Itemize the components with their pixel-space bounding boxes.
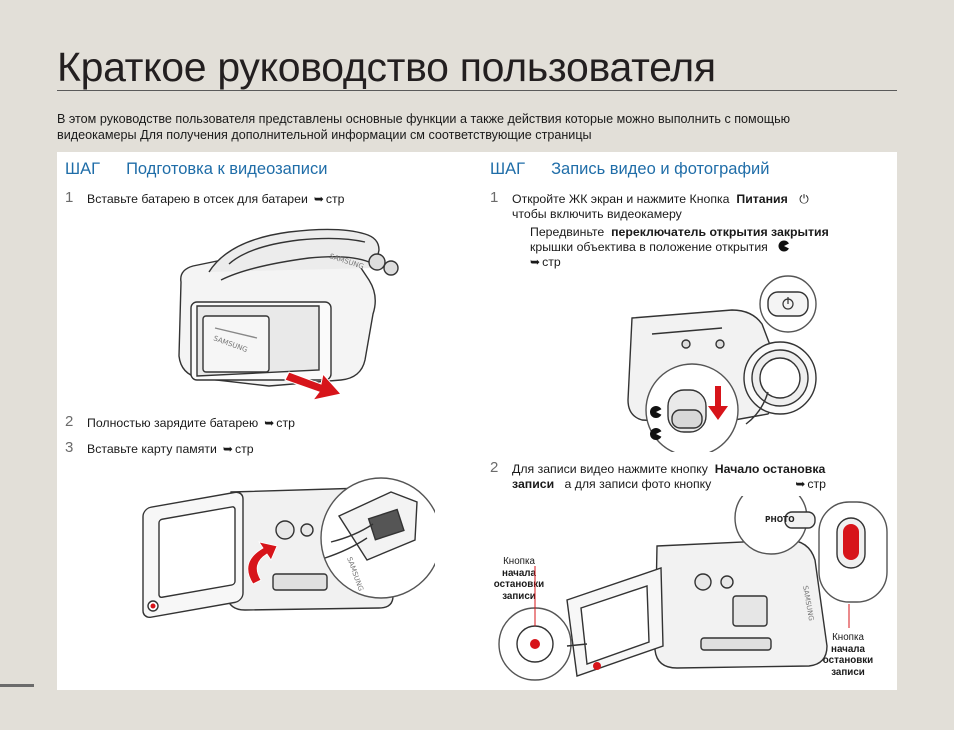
left-item-3: 3 Вставьте карту памяти ➥стр bbox=[65, 439, 465, 458]
left-item-1-number: 1 bbox=[65, 189, 74, 206]
title-divider bbox=[57, 90, 897, 91]
page-ref-arrow-icon: ➥ bbox=[222, 442, 233, 456]
right-item-2: 2 Для записи видео нажмите кнопку Начало… bbox=[490, 459, 890, 494]
content-panel: ШАГ Подготовка к видеозаписи 1 Вставьте б… bbox=[57, 152, 897, 690]
left-item-2-text: Полностью зарядите батарею bbox=[87, 416, 259, 430]
lens-cover-icon bbox=[778, 240, 791, 252]
right-item-1-number: 1 bbox=[490, 189, 499, 206]
left-item-3-page-ref: стр bbox=[234, 442, 254, 456]
callout-right-line3: остановки bbox=[822, 655, 874, 666]
callout-left-line4: записи bbox=[502, 590, 536, 602]
battery-insert-illustration: SAMSUNG SAMSUNG bbox=[178, 228, 399, 401]
right-item-1-bold: Питания bbox=[736, 192, 788, 206]
left-step-heading: ШАГ Подготовка к видеозаписи bbox=[65, 160, 327, 179]
right-item-1-line2: чтобы включить видеокамеру bbox=[512, 207, 682, 221]
page-edge-bar bbox=[0, 684, 34, 687]
memory-card-illustration: SAMSUNG bbox=[142, 477, 435, 619]
right-sub-1-page-ref: стр bbox=[542, 255, 561, 269]
intro-text: В этом руководстве пользователя представ… bbox=[57, 112, 897, 143]
camcorder-front-illustration bbox=[627, 275, 817, 452]
left-item-1-text: Вставьте батарею в отсек для батареи bbox=[87, 192, 308, 206]
right-sub-1-bold: переключатель открытия закрытия bbox=[611, 225, 829, 239]
right-item-1: 1 Откройте ЖК экран и нажмите Кнопка Пит… bbox=[490, 189, 890, 224]
right-item-1-text: Откройте ЖК экран и нажмите Кнопка bbox=[512, 192, 730, 206]
callout-left-line3: остановки bbox=[493, 579, 545, 590]
right-step-word: ШАГ bbox=[490, 160, 526, 178]
page-ref-arrow-icon: ➥ bbox=[530, 255, 541, 269]
left-item-3-number: 3 bbox=[65, 439, 74, 456]
left-item-2: 2 Полностью зарядите батарею ➥стр bbox=[65, 413, 465, 432]
page-ref-arrow-icon: ➥ bbox=[313, 192, 324, 206]
power-button-icon bbox=[782, 297, 794, 310]
right-sub-1-line2: крышки объектива в положение открытия bbox=[530, 240, 768, 254]
page-ref-arrow-icon: ➥ bbox=[795, 477, 806, 491]
intro-line-2: видеокамеры Для получения дополнительной… bbox=[57, 127, 592, 142]
callout-right-line4: записи bbox=[831, 666, 865, 678]
page-ref-arrow-icon: ➥ bbox=[264, 416, 275, 430]
power-icon: ⏻ bbox=[799, 192, 809, 206]
right-step-heading: ШАГ Запись видео и фотографий bbox=[490, 160, 769, 179]
callout-left-line2: начала bbox=[502, 567, 536, 579]
left-item-3-text: Вставьте карту памяти bbox=[87, 442, 217, 456]
right-item-2-text: Для записи видео нажмите кнопку bbox=[512, 462, 708, 476]
lens-closed-icon bbox=[650, 428, 664, 440]
callout-left: Кнопка начала остановки записи bbox=[489, 556, 549, 602]
left-item-1: 1 Вставьте батарею в отсек для батареи ➥с… bbox=[65, 189, 465, 208]
right-sub-1: Передвиньте переключатель открытия закры… bbox=[530, 225, 829, 270]
record-button-icon bbox=[530, 524, 859, 670]
insert-arrow-icon bbox=[284, 371, 342, 401]
callout-left-line1: Кнопка bbox=[503, 556, 535, 567]
right-item-2-line2: а для записи фото кнопку bbox=[564, 477, 712, 491]
down-arrow-icon bbox=[708, 386, 728, 420]
right-item-2-bold: Начало остановка bbox=[714, 462, 826, 476]
photo-label: PHOTO bbox=[765, 515, 795, 524]
right-sub-1-pre: Передвиньте bbox=[530, 225, 605, 239]
right-item-2-page-ref: стр bbox=[807, 477, 827, 491]
left-item-1-page-ref: стр bbox=[325, 192, 345, 206]
callout-right-line1: Кнопка bbox=[832, 632, 864, 643]
right-step-title: Запись видео и фотографий bbox=[551, 160, 770, 178]
left-item-2-number: 2 bbox=[65, 413, 74, 430]
callout-right: Кнопка начала остановки записи bbox=[817, 632, 879, 678]
lens-open-icon bbox=[650, 406, 664, 418]
callout-right-line2: начала bbox=[831, 643, 865, 655]
right-item-2-bold-2: записи bbox=[512, 477, 555, 491]
left-step-word: ШАГ bbox=[65, 160, 101, 178]
left-item-2-page-ref: стр bbox=[276, 416, 295, 430]
right-item-2-number: 2 bbox=[490, 459, 499, 476]
left-step-title: Подготовка к видеозаписи bbox=[126, 160, 328, 178]
intro-line-1: В этом руководстве пользователя представ… bbox=[57, 112, 791, 126]
rotate-arrow-icon bbox=[247, 541, 278, 585]
page-title: Краткое руководство пользователя bbox=[57, 44, 716, 90]
camcorder-record-illustration: PHOTO SAMSUNG bbox=[498, 496, 888, 681]
